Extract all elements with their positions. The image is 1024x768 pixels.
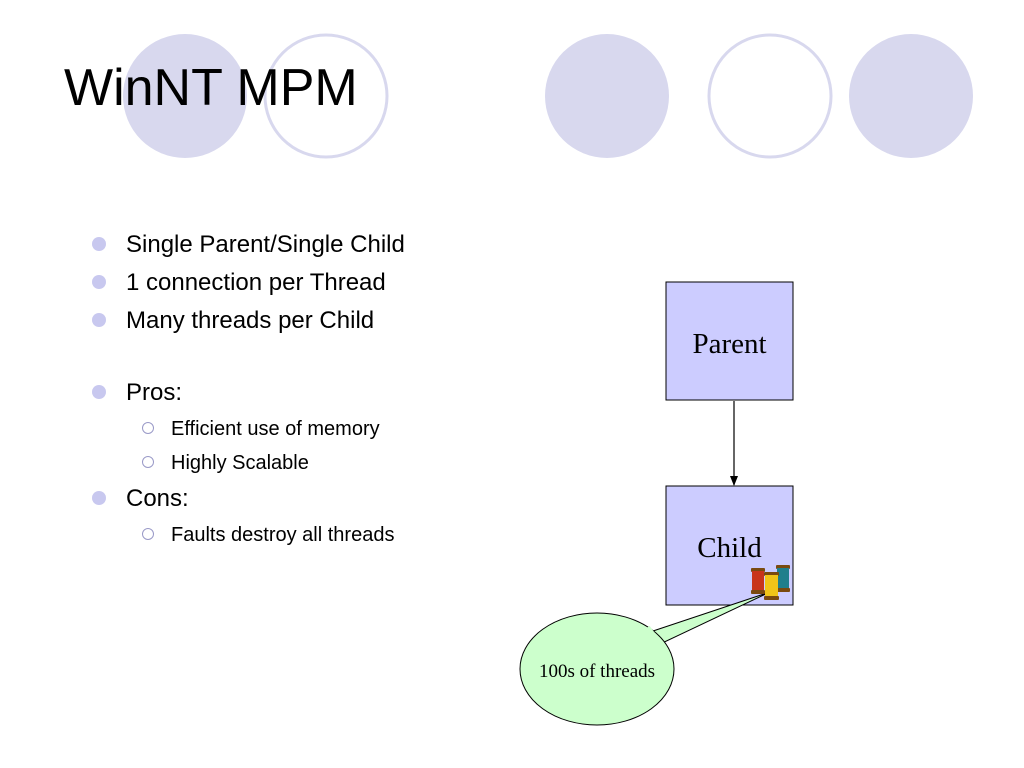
bullet-dot-icon <box>92 275 106 289</box>
sub-bullet-item: Highly Scalable <box>137 446 405 480</box>
bullet-dot-icon <box>92 313 106 327</box>
bullet-item: 1 connection per Thread <box>90 264 405 302</box>
parent-box <box>665 281 794 401</box>
sub-bullet-item: Faults destroy all threads <box>137 518 405 552</box>
bullet-dot-icon <box>92 491 106 505</box>
bullet-text: Many threads per Child <box>126 307 375 334</box>
sub-bullet-text: Highly Scalable <box>171 452 309 474</box>
sub-bullet-ring-icon <box>142 422 154 434</box>
decor-circle-filled-2 <box>545 34 669 158</box>
decor-circle-filled-1 <box>123 34 247 158</box>
bullet-item: Cons: <box>90 480 405 518</box>
decor-circle-filled-3 <box>849 34 973 158</box>
callout-bubble <box>519 612 675 726</box>
bullet-dot-icon <box>92 237 106 251</box>
callout-seam-cover <box>646 625 664 648</box>
sub-bullet-item: Efficient use of memory <box>137 412 405 446</box>
decorative-circles <box>123 33 973 159</box>
bullet-dot-icon <box>92 385 106 399</box>
bullet-text: Single Parent/Single Child <box>126 231 405 258</box>
decor-circle-ring-2 <box>707 33 833 159</box>
sub-bullet-text: Efficient use of memory <box>171 418 380 440</box>
sub-bullet-text: Faults destroy all threads <box>171 524 395 546</box>
bullet-item: Pros: <box>90 374 405 412</box>
decor-circle-ring-1 <box>263 33 389 159</box>
child-label: Child <box>697 532 762 564</box>
callout-label: 100s of threads <box>539 661 655 682</box>
bullet-text: Cons: <box>126 485 189 512</box>
slide-title: WinNT MPM <box>64 59 358 117</box>
spools-of-thread-icon <box>751 565 790 600</box>
bullet-text: Pros: <box>126 379 183 406</box>
bullet-list: Single Parent/Single Child 1 connection … <box>90 226 405 552</box>
sub-bullet-ring-icon <box>142 456 154 468</box>
parent-label: Parent <box>692 328 766 360</box>
bullet-text: 1 connection per Thread <box>126 269 386 296</box>
bullet-item: Single Parent/Single Child <box>90 226 405 264</box>
sub-bullet-ring-icon <box>142 528 154 540</box>
bullet-item: Many threads per Child <box>90 302 405 340</box>
